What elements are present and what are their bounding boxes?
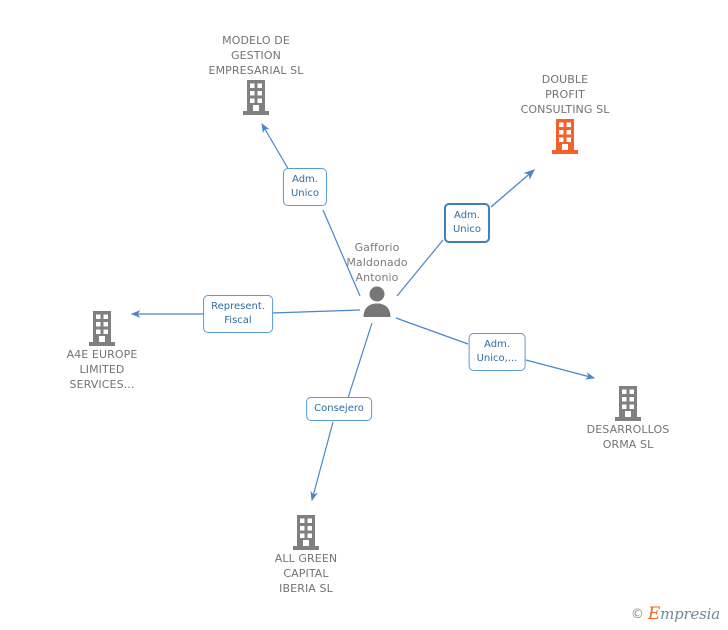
building-icon: [558, 384, 698, 422]
edge-modelo-de-gestion-head: [261, 122, 291, 173]
person-label: Gafforio Maldonado Antonio: [346, 241, 408, 284]
edge-desarrollos-orma-head: [525, 359, 596, 380]
building-icon: [495, 117, 635, 155]
company-node-all-green-capital[interactable]: ALL GREEN CAPITAL IBERIA SL: [236, 513, 376, 596]
person-icon: [307, 285, 447, 317]
company-label-double-profit: DOUBLE PROFIT CONSULTING SL: [520, 73, 610, 116]
watermark: © Empresia: [631, 604, 720, 624]
relation-label-all-green-capital[interactable]: Consejero: [306, 397, 372, 421]
relation-label-desarrollos-orma[interactable]: Adm. Unico,...: [468, 333, 526, 371]
company-label-modelo-de-gestion: MODELO DE GESTION EMPRESARIAL SL: [208, 34, 304, 77]
company-label-all-green-capital: ALL GREEN CAPITAL IBERIA SL: [274, 552, 338, 595]
company-label-a4e-europe: A4E EUROPE LIMITED SERVICES...: [66, 348, 138, 391]
building-icon: [32, 309, 172, 347]
building-icon: [186, 78, 326, 116]
brand-rest: mpresia: [660, 605, 720, 623]
person-node-gafforio-maldonado-antonio[interactable]: Gafforio Maldonado Antonio: [307, 240, 447, 317]
relation-label-double-profit[interactable]: Adm. Unico: [443, 203, 491, 243]
company-node-a4e-europe[interactable]: A4E EUROPE LIMITED SERVICES...: [32, 309, 172, 392]
brand-logo-empresia: Empresia: [648, 604, 720, 624]
brand-initial: E: [647, 604, 661, 624]
relation-label-modelo-de-gestion[interactable]: Adm. Unico: [282, 168, 328, 206]
company-node-desarrollos-orma[interactable]: DESARROLLOS ORMA SL: [558, 384, 698, 452]
copyright-icon: ©: [630, 606, 644, 622]
edge-all-green-capital: [347, 322, 373, 399]
edge-desarrollos-orma: [395, 317, 469, 345]
edge-double-profit-head: [490, 169, 536, 208]
company-node-double-profit[interactable]: DOUBLE PROFIT CONSULTING SL: [495, 72, 635, 155]
building-icon: [236, 513, 376, 551]
company-label-desarrollos-orma: DESARROLLOS ORMA SL: [586, 423, 670, 451]
edge-all-green-capital-head: [310, 421, 334, 502]
relation-label-a4e-europe[interactable]: Represent. Fiscal: [203, 295, 273, 333]
company-node-modelo-de-gestion[interactable]: MODELO DE GESTION EMPRESARIAL SL: [186, 33, 326, 116]
